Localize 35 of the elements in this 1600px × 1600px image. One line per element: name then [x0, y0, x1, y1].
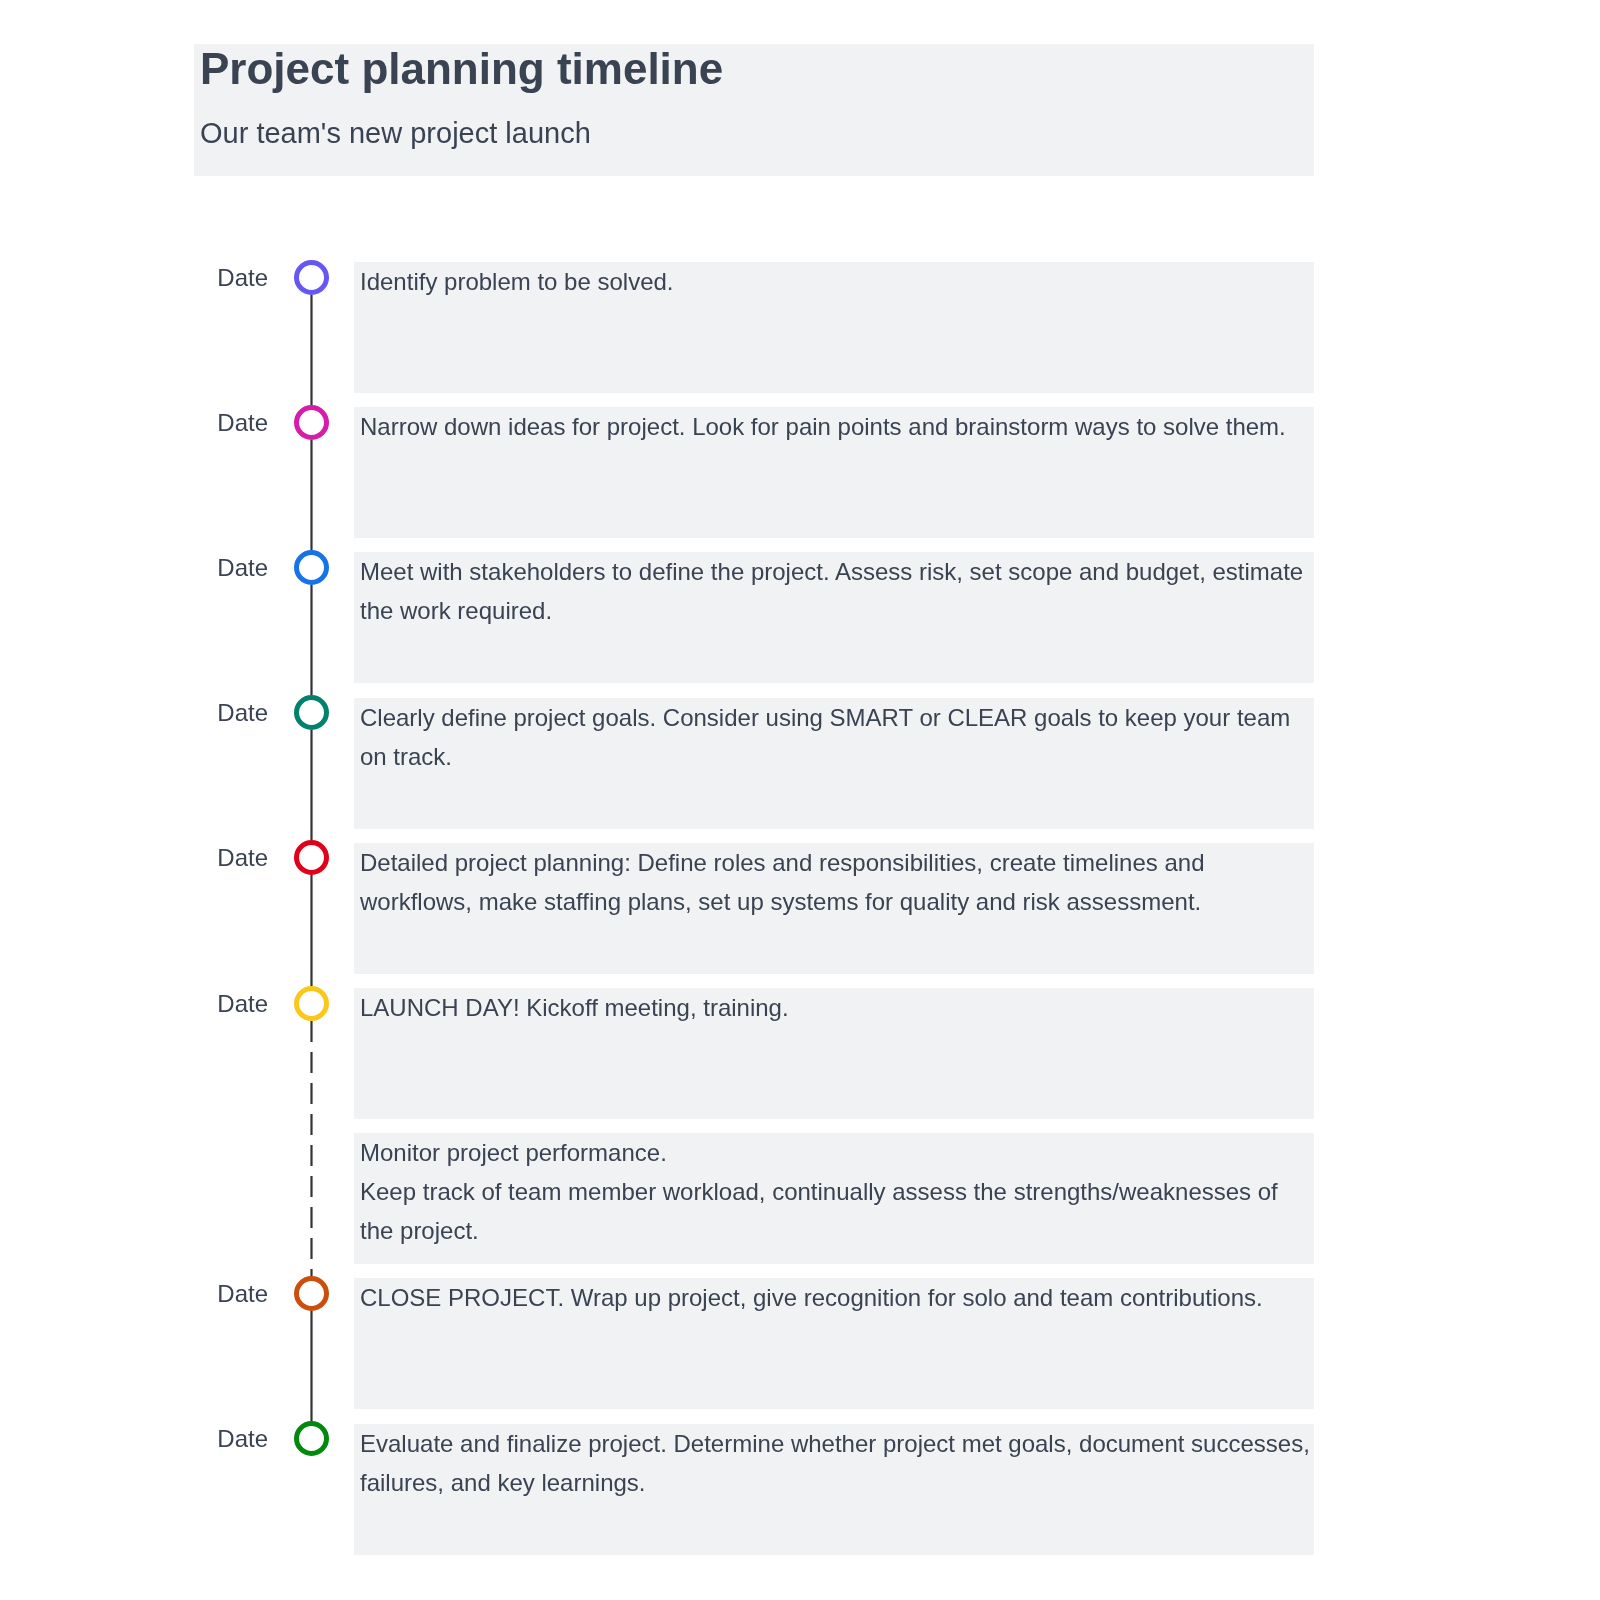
milestone-circle: [294, 550, 329, 585]
date-label: Date: [217, 1424, 268, 1454]
description-text: Meet with stakeholders to define the project. Assess risk, set scope and budget, estimate the work required.: [360, 557, 1305, 626]
milestone-circle: [294, 1276, 329, 1311]
milestone-circle: [294, 695, 329, 730]
milestone-circle: [294, 1421, 329, 1456]
description-text: Clearly define project goals. Consider using SMART or CLEAR goals to keep your team on track.: [360, 703, 1292, 772]
milestone-circle: [294, 840, 329, 875]
timeline-connector: [310, 295, 313, 405]
timeline-connector: [310, 1311, 313, 1421]
timeline-connector: [310, 875, 313, 986]
description-text: Evaluate and finalize project. Determine whether project met goals, document successes, failures, and key learnings.: [360, 1429, 1311, 1498]
date-label: Date: [217, 698, 268, 728]
description-text: CLOSE PROJECT. Wrap up project, give recognition for solo and team contributions.: [360, 1283, 1264, 1313]
milestone-circle: [294, 405, 329, 440]
description-text: Narrow down ideas for project. Look for pain points and brainstorm ways to solve them.: [360, 412, 1287, 442]
date-label: Date: [217, 408, 268, 438]
timeline-connector: [310, 585, 313, 695]
title-heading: Project planning timeline: [200, 44, 724, 94]
description-text: Keep track of team member workload, continually assess the strengths/weaknesses of the project.: [360, 1177, 1279, 1246]
date-label: Date: [217, 553, 268, 583]
date-label: Date: [217, 989, 268, 1019]
date-label: Date: [217, 843, 268, 873]
milestone-circle: [294, 260, 329, 295]
milestone-circle: [294, 986, 329, 1021]
description-text: LAUNCH DAY! Kickoff meeting, training.: [360, 993, 790, 1023]
description-text: Identify problem to be solved.: [360, 267, 675, 297]
subtitle-text: Our team's new project launch: [200, 116, 591, 151]
timeline-connector: [310, 730, 313, 840]
description-text: Monitor project performance.: [360, 1138, 668, 1168]
description-text: Detailed project planning: Define roles and responsibilities, create timelines and workflows, make staffing plans, set up systems for quality and risk assessment.: [360, 848, 1206, 917]
date-label: Date: [217, 263, 268, 293]
date-label: Date: [217, 1279, 268, 1309]
timeline-connector: [310, 1021, 313, 1276]
timeline-connector: [310, 440, 313, 550]
